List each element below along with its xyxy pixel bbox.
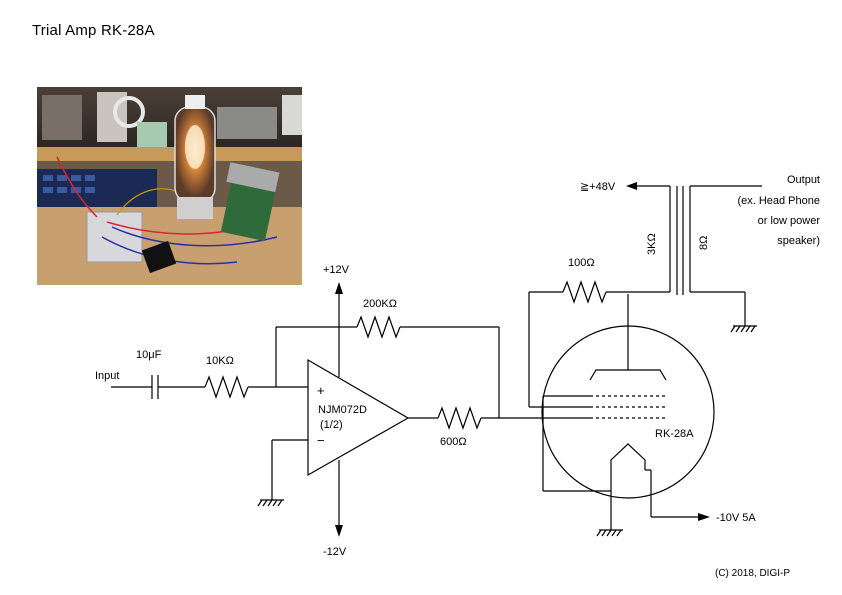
- ground-symbol-opamp: [257, 499, 284, 507]
- amp-photo: [37, 87, 302, 285]
- label-opamp-name: NJM072D: [318, 404, 367, 416]
- tube-plate: [589, 369, 667, 381]
- copyright-notice: (C) 2018, DIGI-P: [715, 568, 791, 579]
- opamp-triangle: [307, 358, 410, 477]
- page-title: Trial Amp RK-28A: [32, 22, 155, 39]
- resistor-10k: [204, 375, 249, 399]
- photo-illustration: [37, 87, 302, 285]
- label-r-fb: 200KΩ: [363, 298, 397, 310]
- label-cap-in: 10μF: [136, 349, 162, 361]
- label-filament: -10V 5A: [716, 512, 756, 524]
- resistor-200k: [356, 315, 401, 339]
- arrow-up-positive: [335, 282, 343, 294]
- label-r-out: 600Ω: [440, 436, 467, 448]
- label-v-neg: -12V: [323, 546, 347, 558]
- resistor-100: [562, 280, 607, 304]
- label-output-lowpower: or low power: [758, 215, 821, 227]
- label-opamp-part: (1/2): [320, 419, 343, 431]
- arrow-down-negative: [335, 525, 343, 537]
- label-r-in: 10KΩ: [206, 355, 234, 367]
- arrow-right-filament: [698, 513, 710, 521]
- label-output-speaker: speaker): [777, 235, 820, 247]
- label-opamp-minus: −: [317, 433, 325, 448]
- label-secondary: 8Ω: [698, 236, 710, 250]
- label-input: Input: [95, 370, 119, 382]
- ground-symbol-cathode: [596, 529, 623, 537]
- tube-filament: [610, 443, 646, 470]
- label-v-pos: +12V: [323, 264, 350, 276]
- label-output: Output: [787, 174, 820, 186]
- label-b-plus: ≧+48V: [580, 181, 616, 193]
- resistor-600: [437, 406, 482, 430]
- label-r-plate: 100Ω: [568, 257, 595, 269]
- tube-grids: [590, 395, 666, 419]
- label-tube: RK-28A: [655, 428, 694, 440]
- label-primary: 3KΩ: [646, 233, 658, 255]
- arrow-left-b-plus: [626, 182, 637, 190]
- label-opamp-plus: +: [317, 383, 325, 398]
- label-output-example: (ex. Head Phone: [737, 195, 820, 207]
- ground-symbol-output: [730, 325, 757, 333]
